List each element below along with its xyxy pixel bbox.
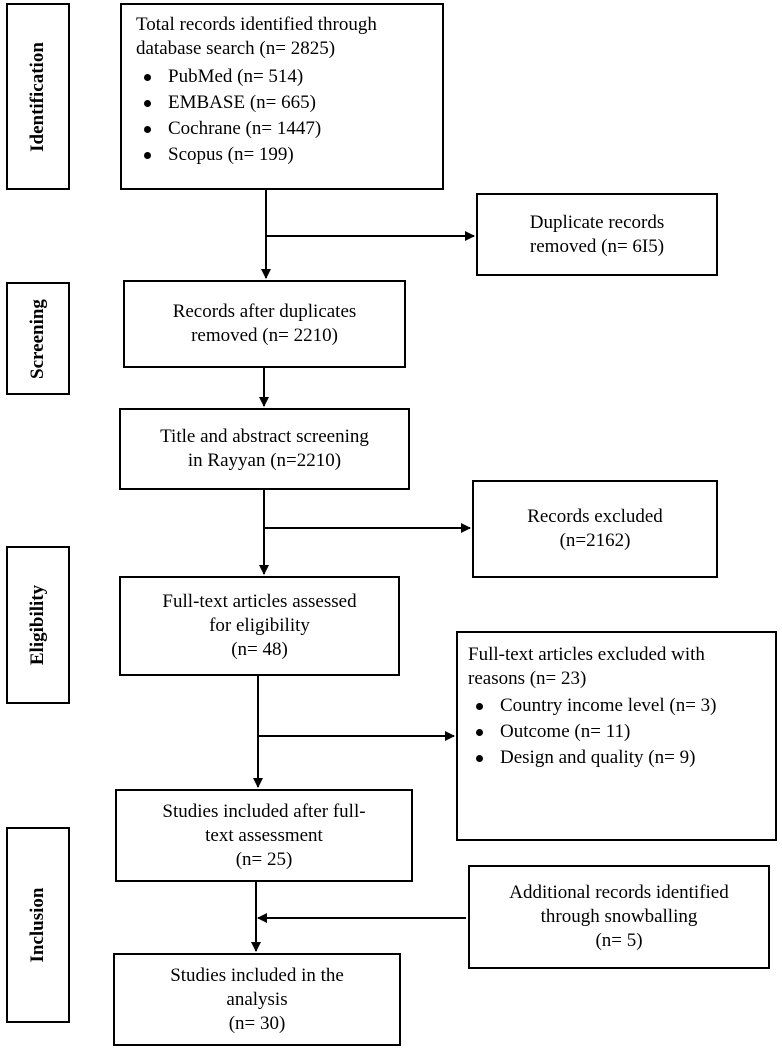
stage-eligibility: Eligibility	[6, 546, 70, 704]
final-included-line-3: (n= 30)	[228, 1012, 286, 1034]
bullet-icon	[476, 729, 483, 736]
reason-item: Design and quality (n= 9)	[468, 745, 767, 771]
source-item: PubMed (n= 514)	[136, 64, 432, 90]
box-included-after-fulltext: Studies included after full- text assess…	[115, 789, 413, 882]
stage-screening: Screening	[6, 282, 70, 395]
snowballing-line-2: through snowballing	[540, 906, 698, 927]
snowballing-line-1: Additional records identified	[509, 882, 729, 903]
snowballing-line-3: (n= 5)	[595, 930, 643, 951]
box-after-duplicates: Records after duplicates removed (n= 221…	[123, 280, 406, 368]
final-included-line-1: Studies included in the	[170, 964, 344, 986]
source-item: EMBASE (n= 665)	[136, 90, 432, 116]
records-excluded-line-1: Records excluded	[527, 506, 663, 527]
bullet-icon	[476, 703, 483, 710]
identified-line-1: Total records identified through	[136, 14, 377, 35]
bullet-icon	[144, 152, 151, 159]
bullet-icon	[144, 100, 151, 107]
bullet-icon	[144, 126, 151, 133]
box-duplicates-removed: Duplicate records removed (n= 6I5)	[476, 193, 718, 276]
fulltext-assessed-line-2: for eligibility	[209, 615, 310, 636]
source-item: Cochrane (n= 1447)	[136, 116, 432, 142]
after-duplicates-line-2: removed (n= 2210)	[191, 325, 338, 346]
stage-inclusion-label: Inclusion	[27, 887, 48, 963]
reason-item: Outcome (n= 11)	[468, 719, 767, 745]
duplicates-line-1: Duplicate records	[529, 211, 665, 233]
included-after-line-1: Studies included after full-	[162, 800, 366, 822]
screening-line-1: Title and abstract screening	[160, 426, 369, 447]
bullet-icon	[476, 755, 483, 762]
included-after-line-2: text assessment	[205, 824, 323, 846]
fulltext-excluded-line-1: Full-text articles excluded with	[468, 644, 705, 665]
bullet-icon	[144, 74, 151, 81]
identified-line-2: database search (n= 2825)	[136, 38, 336, 59]
exclusion-reason-list: Country income level (n= 3) Outcome (n= …	[468, 693, 767, 771]
source-item: Scopus (n= 199)	[136, 142, 432, 168]
stage-inclusion: Inclusion	[6, 827, 70, 1023]
database-source-list: PubMed (n= 514) EMBASE (n= 665) Cochrane…	[136, 64, 432, 168]
duplicates-line-2: removed (n= 6I5)	[529, 235, 665, 257]
box-final-included: Studies included in the analysis (n= 30)	[113, 953, 401, 1046]
fulltext-excluded-line-2: reasons (n= 23)	[468, 668, 587, 689]
stage-identification-label: Identification	[27, 41, 48, 152]
box-fulltext-excluded: Full-text articles excluded with reasons…	[456, 631, 777, 841]
screening-line-2: in Rayyan (n=2210)	[187, 450, 342, 471]
box-title-abstract-screening: Title and abstract screening in Rayyan (…	[119, 408, 410, 490]
stage-eligibility-label: Eligibility	[27, 584, 48, 666]
final-included-line-2: analysis	[226, 988, 288, 1010]
reason-item: Country income level (n= 3)	[468, 693, 767, 719]
box-fulltext-assessed: Full-text articles assessed for eligibil…	[119, 576, 400, 676]
stage-identification: Identification	[6, 3, 70, 190]
stage-screening-label: Screening	[27, 298, 48, 379]
box-records-excluded: Records excluded (n=2162)	[472, 480, 718, 578]
box-records-identified: Total records identified through databas…	[120, 3, 444, 190]
box-snowballing: Additional records identified through sn…	[468, 865, 770, 969]
included-after-line-3: (n= 25)	[235, 848, 293, 870]
fulltext-assessed-line-3: (n= 48)	[231, 639, 288, 660]
after-duplicates-line-1: Records after duplicates	[172, 301, 357, 322]
fulltext-assessed-line-1: Full-text articles assessed	[162, 591, 357, 612]
records-excluded-line-2: (n=2162)	[559, 530, 631, 551]
